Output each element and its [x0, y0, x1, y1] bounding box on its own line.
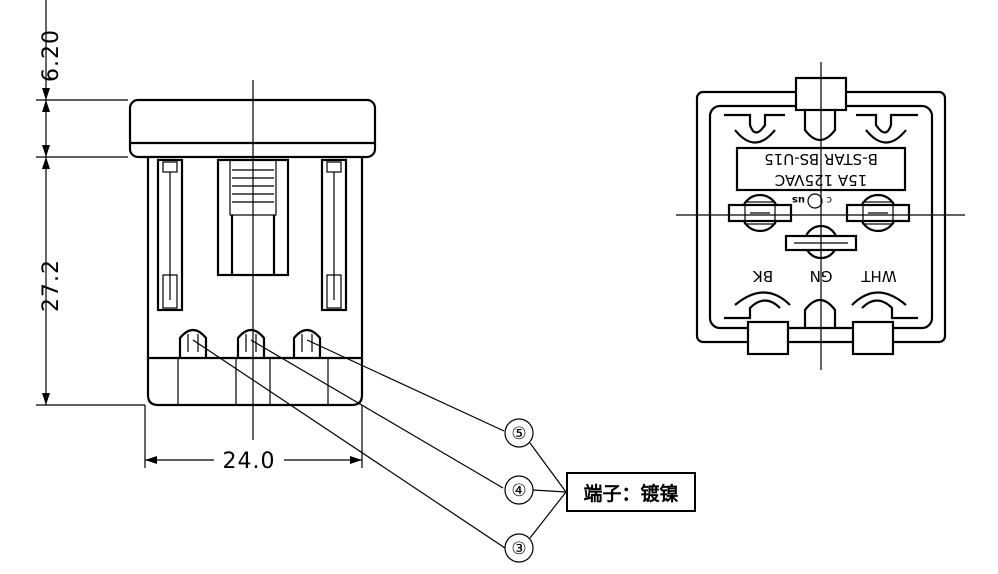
terminal-cup-top-right — [865, 129, 907, 144]
face-view: 15A 125VAC B-STAR BS-U15 c us — [676, 62, 965, 370]
latch-detail — [162, 161, 178, 173]
cert-us: us — [792, 194, 805, 205]
arrow-head — [42, 145, 50, 157]
leader-pin-5 — [306, 339, 505, 432]
terminal-labels: BK GN WHT — [752, 267, 897, 285]
callout-circle-3 — [504, 533, 534, 563]
cert-c: c — [827, 194, 833, 205]
terminal-right — [845, 193, 911, 233]
terminal-cup-bottom-left — [734, 291, 791, 306]
terminal-cup-top-left — [734, 129, 776, 144]
dim-label-body-height: 27.2 — [39, 259, 64, 312]
bottom-tab-left — [746, 320, 790, 356]
terminal-cup-bottom-left — [724, 299, 781, 320]
terminal-left — [727, 193, 793, 233]
callout-markers: ⑤ ④ ③ — [504, 418, 567, 563]
dim-label-width: 24.0 — [223, 449, 276, 474]
cert-circle — [807, 193, 823, 209]
ul-mark: c us — [792, 193, 833, 209]
leader-pin-4 — [250, 339, 504, 489]
callout-number-4: ④ — [511, 481, 526, 501]
latch-detail — [326, 274, 342, 309]
terminal-cup-bottom-right — [861, 299, 918, 320]
terminal-cup-bottom-right — [851, 291, 907, 306]
arrow-head — [42, 100, 50, 112]
leader-pin-3 — [192, 339, 506, 549]
pin-3 — [178, 328, 208, 358]
left-latch — [156, 158, 184, 312]
bottom-tab-right — [851, 320, 895, 356]
callout-connector — [529, 491, 567, 539]
terminal-cup-top-left — [724, 113, 785, 134]
arrow-head — [42, 393, 50, 405]
callout-number-3: ③ — [511, 539, 526, 559]
right-latch — [320, 158, 348, 312]
material-note: 端子：镀镍 — [583, 482, 679, 505]
arrow-head — [145, 456, 157, 464]
pin-5 — [292, 328, 322, 358]
callout-connector — [532, 489, 567, 493]
arrow-head — [42, 88, 50, 100]
terminal-label-wht: WHT — [861, 267, 897, 285]
arrow-head — [350, 456, 362, 464]
terminal-cup-top-right — [856, 113, 918, 134]
arrow-head — [42, 157, 50, 169]
body-outline — [146, 157, 364, 407]
material-note-box: 端子：镀镍 — [566, 472, 696, 512]
callout-circle-5 — [504, 418, 534, 448]
dim-label-top-height: 6.20 — [39, 29, 64, 82]
pin-4 — [236, 328, 266, 358]
latch-detail — [326, 161, 342, 173]
terminal-cup-top-center — [803, 110, 837, 142]
latch-detail — [162, 274, 178, 309]
callout-number-5: ⑤ — [511, 424, 526, 444]
callout-connector — [529, 442, 567, 493]
side-view: 6.20 27.2 — [36, 0, 506, 549]
terminal-cup-bottom-center — [803, 298, 837, 328]
terminal-label-bk: BK — [752, 267, 773, 285]
